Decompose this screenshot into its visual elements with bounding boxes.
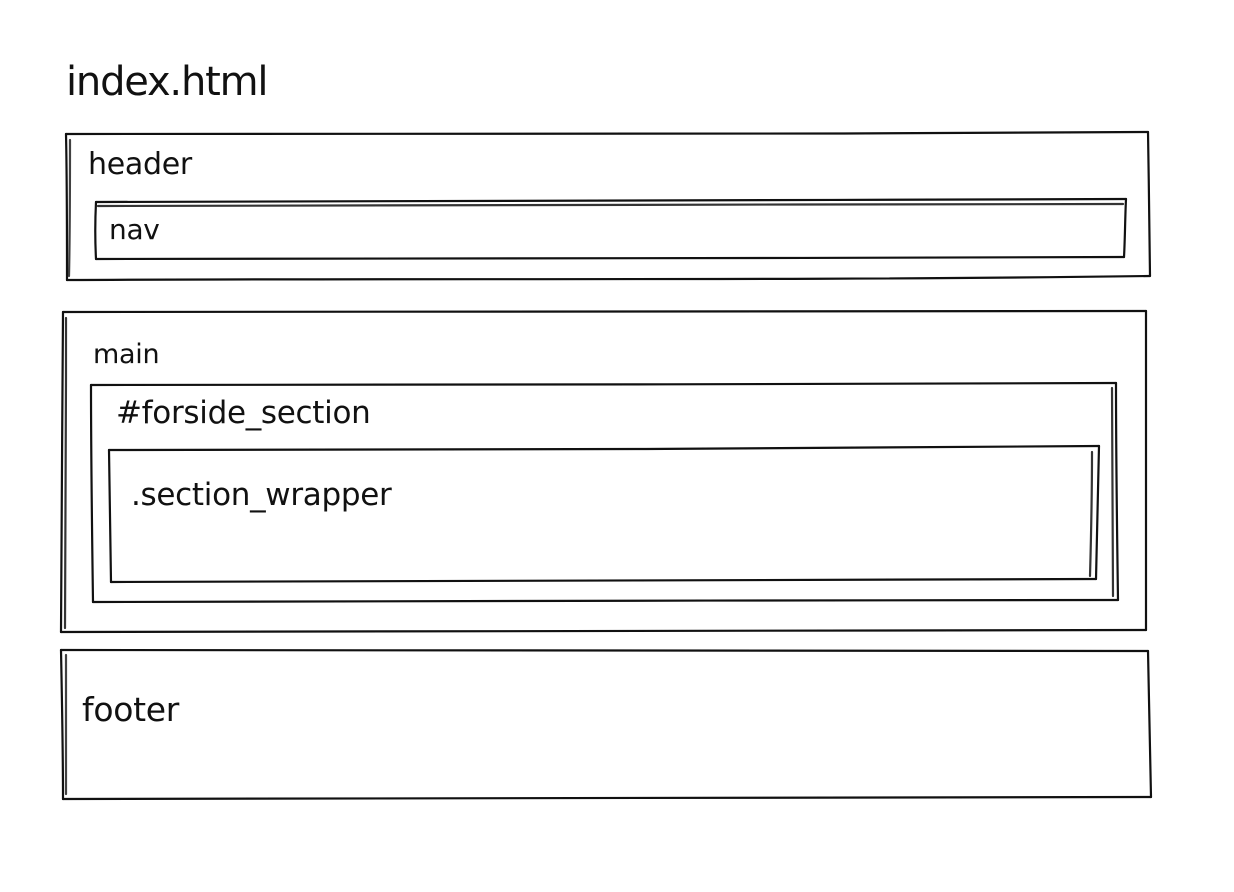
section-wrapper-box: [107, 444, 1101, 584]
nav-label: nav: [109, 213, 160, 246]
footer-label: footer: [82, 690, 180, 729]
header-label: header: [88, 147, 192, 182]
forside-section-label: #forside_section: [116, 395, 371, 431]
main-box: [59, 309, 1148, 634]
nav-box: [94, 197, 1128, 261]
footer-box: [59, 648, 1153, 801]
header-box: [64, 130, 1152, 282]
section-wrapper-label: .section_wrapper: [131, 477, 392, 513]
file-title: index.html: [66, 59, 268, 105]
forside-section-box: [89, 381, 1120, 604]
main-label: main: [93, 339, 160, 370]
